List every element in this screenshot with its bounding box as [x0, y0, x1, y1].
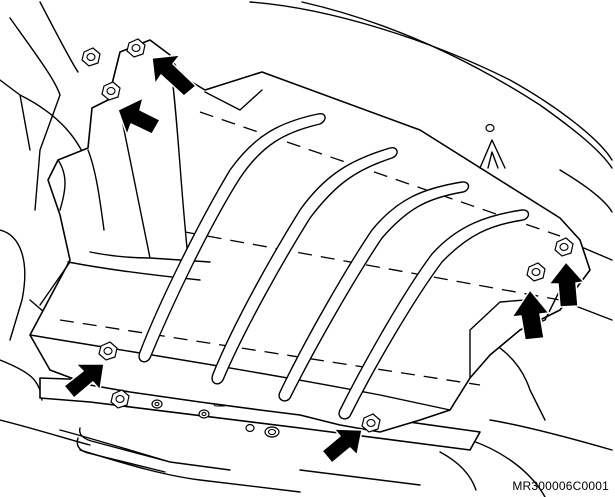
- hex-bolt-icon: [126, 38, 146, 58]
- callout-arrows: [63, 54, 585, 464]
- arrow-icon: [63, 363, 105, 399]
- hex-bolt-icon: [554, 237, 574, 257]
- arrow-icon: [151, 54, 197, 97]
- rib-3: [278, 181, 470, 402]
- mounting-bolts: [81, 38, 574, 433]
- hex-bolt-icon: [526, 262, 546, 282]
- figure-reference-code: MR300006C0001: [512, 479, 609, 493]
- hex-bolt-icon: [110, 389, 130, 409]
- arrow-icon: [117, 97, 161, 136]
- rib-4: [338, 209, 530, 420]
- lower-rod: [76, 427, 171, 473]
- rib-2: [211, 147, 398, 385]
- stiffening-ribs: [138, 112, 530, 420]
- arrow-icon: [321, 428, 363, 464]
- arrow-icon: [511, 289, 550, 341]
- hex-bolt-icon: [81, 47, 101, 67]
- hex-bolt-icon: [361, 413, 381, 433]
- hex-bolt-icon: [101, 81, 121, 101]
- arrow-icon: [548, 261, 585, 308]
- undertray-plate: [29, 39, 591, 433]
- plate-dashed-lines: [59, 111, 561, 386]
- hex-bolt-icon: [98, 341, 118, 361]
- rib-1: [138, 112, 326, 363]
